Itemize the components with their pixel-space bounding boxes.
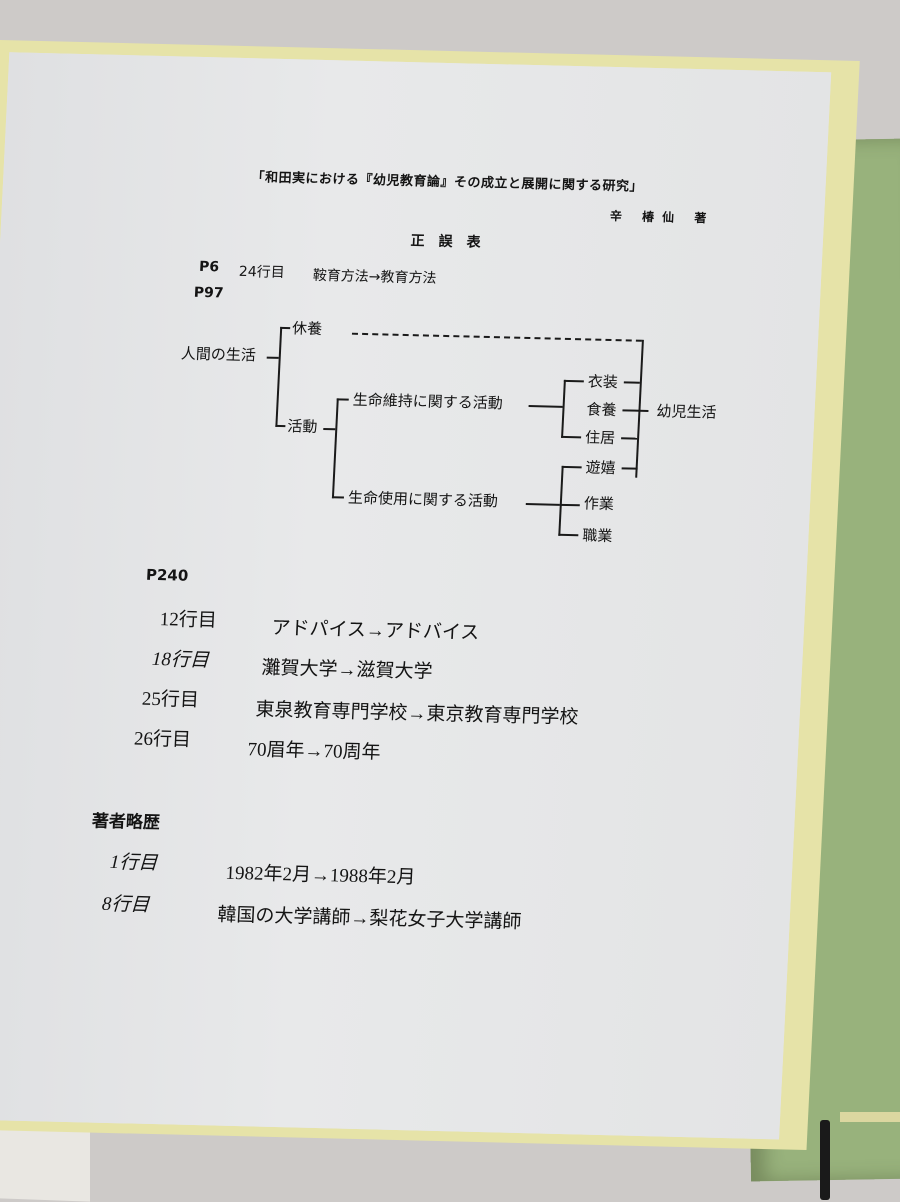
p240-correction: 灘賀大学→滋賀大学: [261, 657, 434, 683]
diagram-item-play: 遊嬉: [585, 458, 617, 478]
connector: [623, 381, 640, 384]
green-board-edge: [840, 1112, 900, 1122]
connector: [559, 503, 580, 507]
life-structure-diagram: 人間の生活 休養 活動 生命維持に関する活動 衣装 食養 住居: [9, 52, 831, 545]
p240-correction: アドパイス→アドバイス: [270, 617, 480, 644]
p240-correction: 70眉年→70周年: [247, 739, 382, 764]
connector: [558, 465, 564, 536]
connector: [336, 398, 349, 401]
connector: [621, 437, 638, 440]
diagram-item-clothing: 衣装: [587, 372, 619, 392]
bio-line-ref: 1行目: [109, 851, 158, 875]
bio-line-ref: 8行目: [101, 893, 150, 916]
diagram-item-housing: 住居: [584, 428, 616, 448]
diagram-root: 人間の生活: [180, 344, 257, 365]
diagram-item-food: 食養: [586, 400, 617, 420]
errata-sheet: 「和田実における『幼児教育論』その成立と展開に関する研究」 辛 椿仙 著 正誤表…: [0, 52, 832, 1140]
diagram-maintenance-activity: 生命維持に関する活動: [352, 390, 504, 413]
diagram-item-work: 作業: [583, 494, 615, 514]
document-author: 辛 椿仙 著: [609, 208, 715, 226]
connector: [561, 465, 582, 469]
connector: [275, 424, 286, 428]
connector: [280, 326, 291, 330]
connector: [558, 533, 579, 537]
connector: [561, 435, 582, 439]
document-title: 「和田実における『幼児教育論』その成立と展開に関する研究」: [251, 170, 644, 195]
errata-heading: 正誤表: [410, 233, 495, 252]
p6-correction: 鞍育方法→教育方法: [312, 267, 437, 287]
diagram-use-activity: 生命使用に関する活動: [347, 488, 499, 511]
diagram-activity: 活動: [286, 417, 318, 436]
connector: [266, 356, 279, 359]
p240-page-ref: P240: [145, 565, 189, 585]
connector: [331, 496, 344, 499]
p97-page-ref: P97: [193, 284, 224, 302]
bio-correction: 韓国の大学講師→梨花女子大学講師: [216, 904, 522, 933]
connector: [561, 379, 566, 438]
connector: [331, 398, 339, 499]
bookmark-ribbon: [820, 1120, 830, 1200]
biography-heading: 著者略歴: [91, 811, 161, 834]
diagram-rest: 休養: [291, 319, 323, 338]
p6-line-ref: 24行目: [238, 263, 286, 282]
p240-correction: 東泉教育専門学校→東京教育専門学校: [254, 699, 579, 729]
bio-correction: 1982年2月→1988年2月: [224, 862, 416, 889]
connector: [528, 405, 563, 408]
connector: [275, 326, 283, 427]
diagram-item-occupation: 職業: [581, 526, 613, 546]
connector: [622, 409, 649, 412]
diagram-target: 幼児生活: [656, 402, 717, 422]
p240-line-ref: 18行目: [151, 648, 210, 672]
p240-line-ref: 26行目: [133, 728, 192, 751]
p240-line-ref: 25行目: [141, 688, 200, 712]
p240-line-ref: 12行目: [159, 609, 218, 632]
connector: [323, 428, 336, 431]
connector: [525, 502, 560, 506]
book-cover-board: 「和田実における『幼児教育論』その成立と展開に関する研究」 辛 椿仙 著 正誤表…: [0, 40, 860, 1151]
dashed-connector: [351, 332, 642, 342]
connector: [563, 379, 584, 383]
p6-page-ref: P6: [198, 258, 220, 276]
connector: [621, 467, 638, 470]
